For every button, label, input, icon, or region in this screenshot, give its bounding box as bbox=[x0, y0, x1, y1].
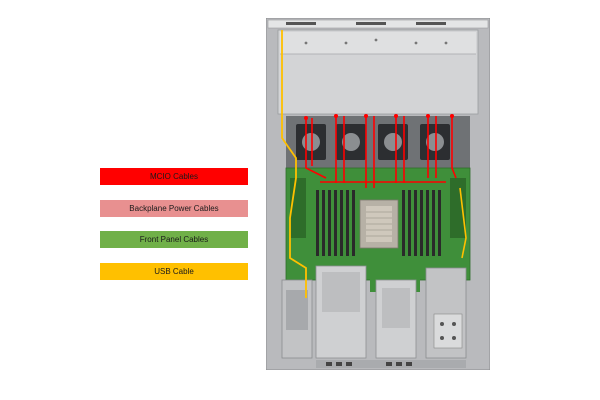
legend-label-front-panel: Front Panel Cables bbox=[139, 235, 209, 244]
legend-item-backplane-power: Backplane Power Cables bbox=[100, 199, 248, 217]
legend-label-mcio: MCIO Cables bbox=[149, 172, 198, 181]
cable-legend: MCIO Cables Backplane Power Cables Front… bbox=[100, 168, 248, 294]
legend-item-front-panel: Front Panel Cables bbox=[100, 231, 248, 248]
legend-label-backplane-power: Backplane Power Cables bbox=[129, 203, 219, 213]
cpu-heatsink-icon bbox=[359, 199, 399, 249]
dimm-slot-icon bbox=[316, 190, 441, 256]
legend-item-mcio: MCIO Cables bbox=[100, 168, 248, 185]
legend-label-usb: USB Cable bbox=[154, 266, 194, 276]
server-chassis-illustration bbox=[266, 18, 490, 370]
mcio-cables bbox=[305, 116, 457, 188]
vent-slot bbox=[416, 22, 446, 25]
mb-connectors-right bbox=[450, 178, 466, 238]
server-chassis-image bbox=[266, 18, 490, 370]
vent-slot bbox=[356, 22, 386, 25]
drive-bay-panel bbox=[280, 32, 476, 54]
legend-item-usb: USB Cable bbox=[100, 262, 248, 280]
usb-cable bbox=[281, 30, 307, 298]
usb-cable-right bbox=[459, 187, 467, 259]
vent-slot bbox=[286, 22, 316, 25]
